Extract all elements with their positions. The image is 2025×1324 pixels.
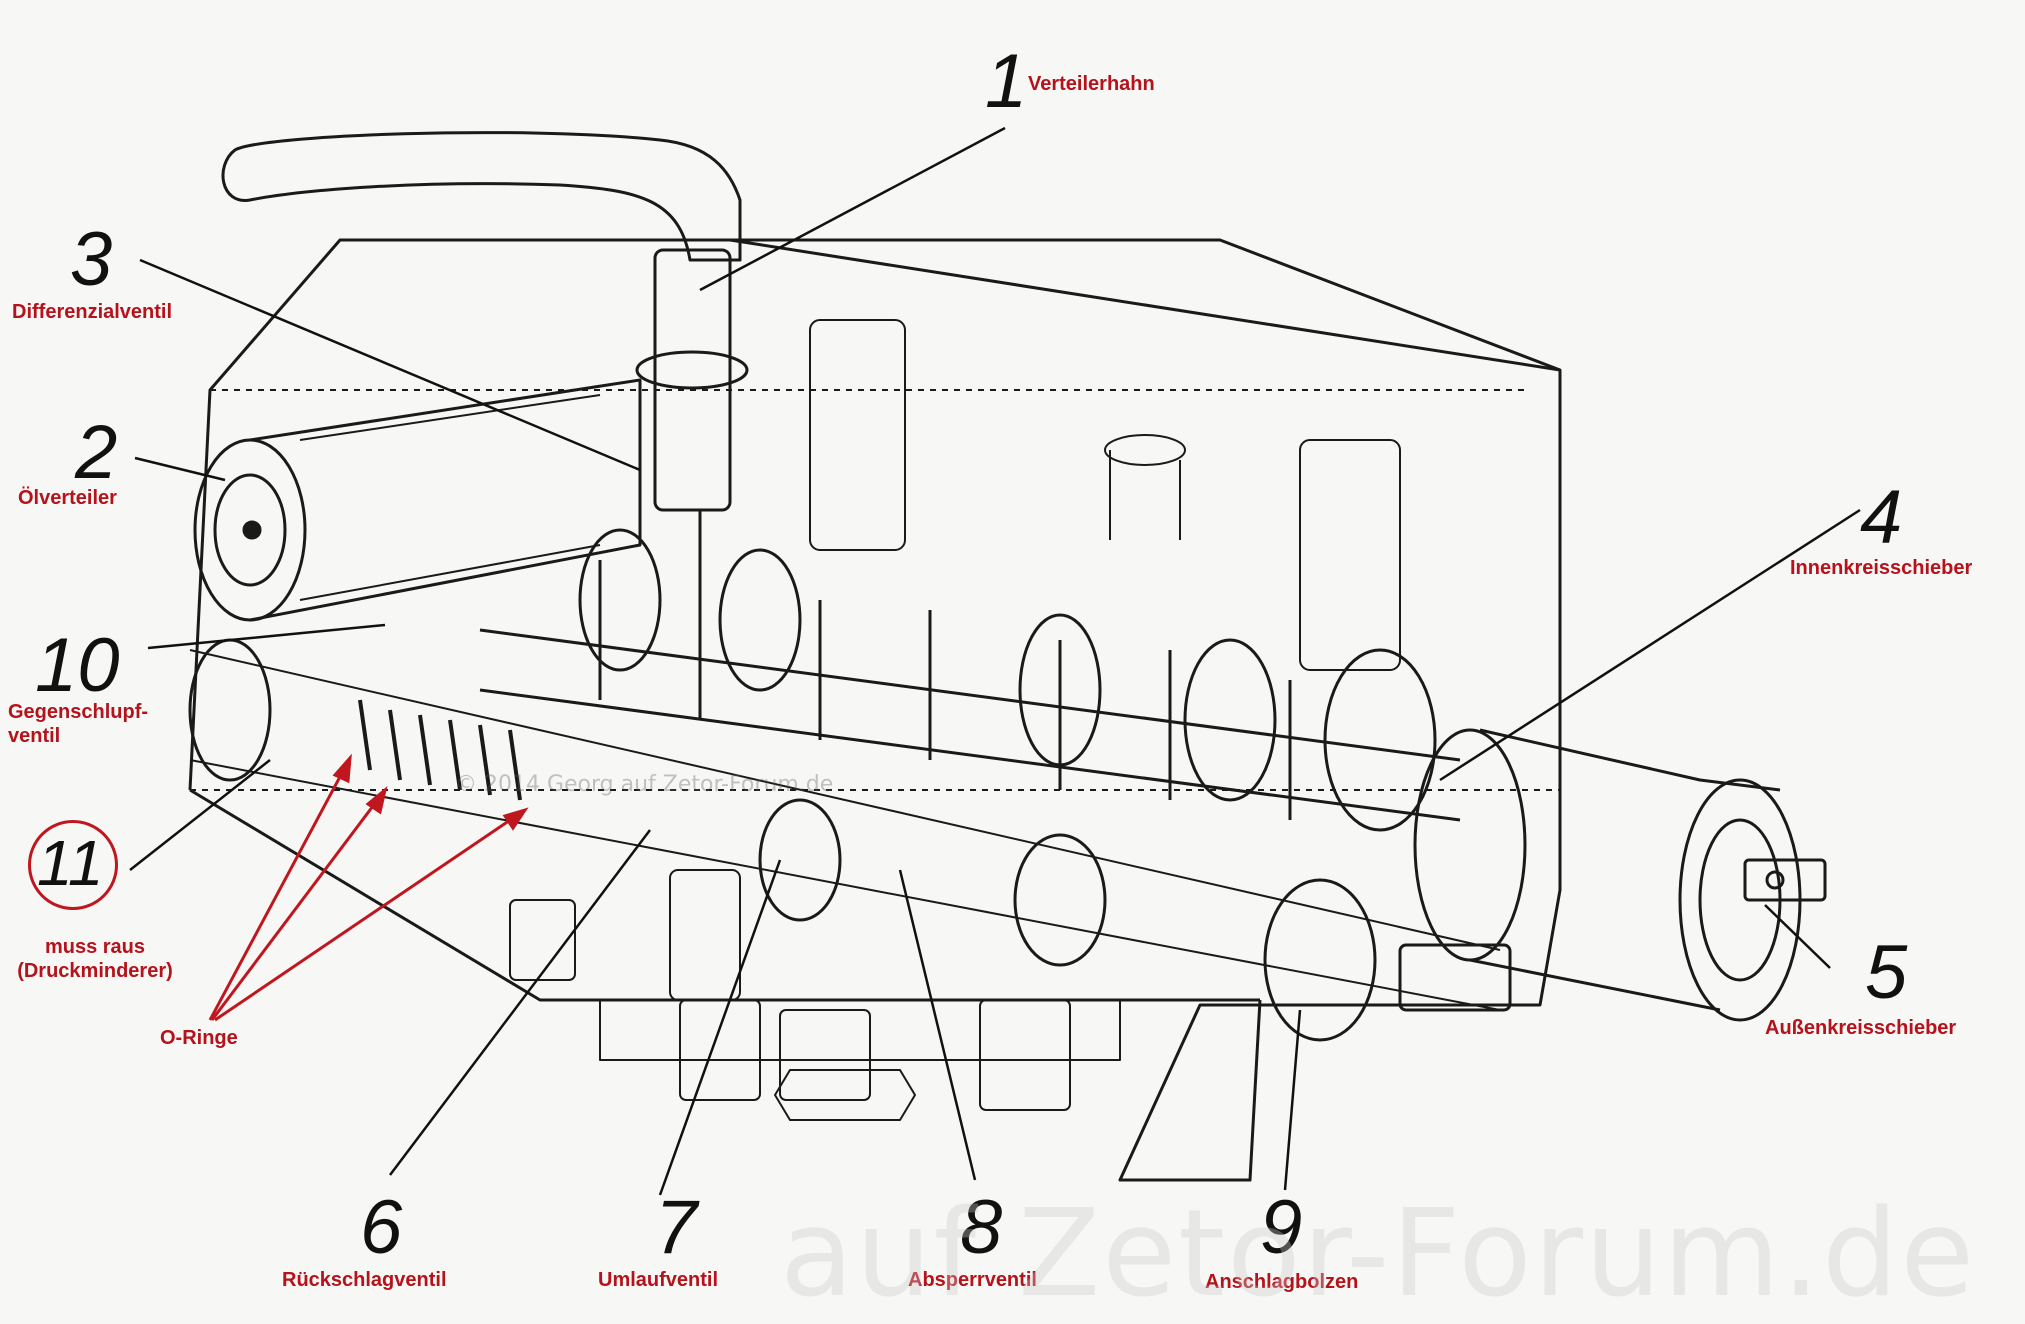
callout-11-circle: [28, 820, 118, 910]
label-innenkreisschieber: Innenkreisschieber: [1790, 557, 1973, 579]
oil-distributor-cylinder: [193, 378, 642, 622]
watermark-small: © 2014 Georg auf Zetor-Forum.de: [455, 772, 834, 797]
lower-valve-shaft: [188, 638, 1512, 1042]
label-rueckschlagventil: Rückschlagventil: [282, 1269, 447, 1291]
label-olverteiler: Ölverteiler: [18, 487, 117, 509]
callout-number-7: 7: [655, 1185, 698, 1270]
leader-lines: [129, 126, 1861, 1196]
callout-number-3: 3: [70, 217, 113, 302]
callout-number-9: 9: [1260, 1185, 1303, 1270]
label-o-ringe: O-Ringe: [160, 1027, 238, 1049]
label-aussenkreisschieber: Außenkreisschieber: [1765, 1017, 1957, 1039]
inner-circuit-spool: [479, 528, 1461, 832]
callout-number-11: 11: [37, 827, 104, 899]
threaded-fittings: [509, 319, 1401, 1121]
label-anschlagbolzen: Anschlagbolzen: [1205, 1271, 1359, 1293]
callout-number-10: 10: [35, 623, 120, 708]
callout-number-4: 4: [1860, 475, 1903, 560]
label-umlaufventil: Umlaufventil: [598, 1269, 719, 1291]
label-differenzialventil: Differenzialventil: [12, 301, 173, 323]
callout-number-2: 2: [75, 410, 118, 495]
housing-block: [188, 238, 1562, 1182]
label-absperrventil: Absperrventil: [908, 1269, 1037, 1291]
distributor-lever: [221, 131, 749, 590]
label-gegenschlupfventil: Gegenschlupf- ventil: [8, 701, 149, 747]
callout-number-8: 8: [960, 1185, 1003, 1270]
outer-circuit-spool: [1413, 728, 1827, 1022]
callout-number-6: 6: [360, 1185, 403, 1270]
o-ring-arrows: [208, 753, 529, 1022]
watermark-large: auf Zetor-Forum.de: [780, 1185, 1977, 1324]
callout-number-1: 1: [985, 39, 1028, 124]
callout-number-5: 5: [1865, 930, 1908, 1015]
label-verteilerhahn: Verteilerhahn: [1028, 73, 1155, 95]
label-muss-raus: muss raus (Druckminderer): [17, 936, 173, 982]
